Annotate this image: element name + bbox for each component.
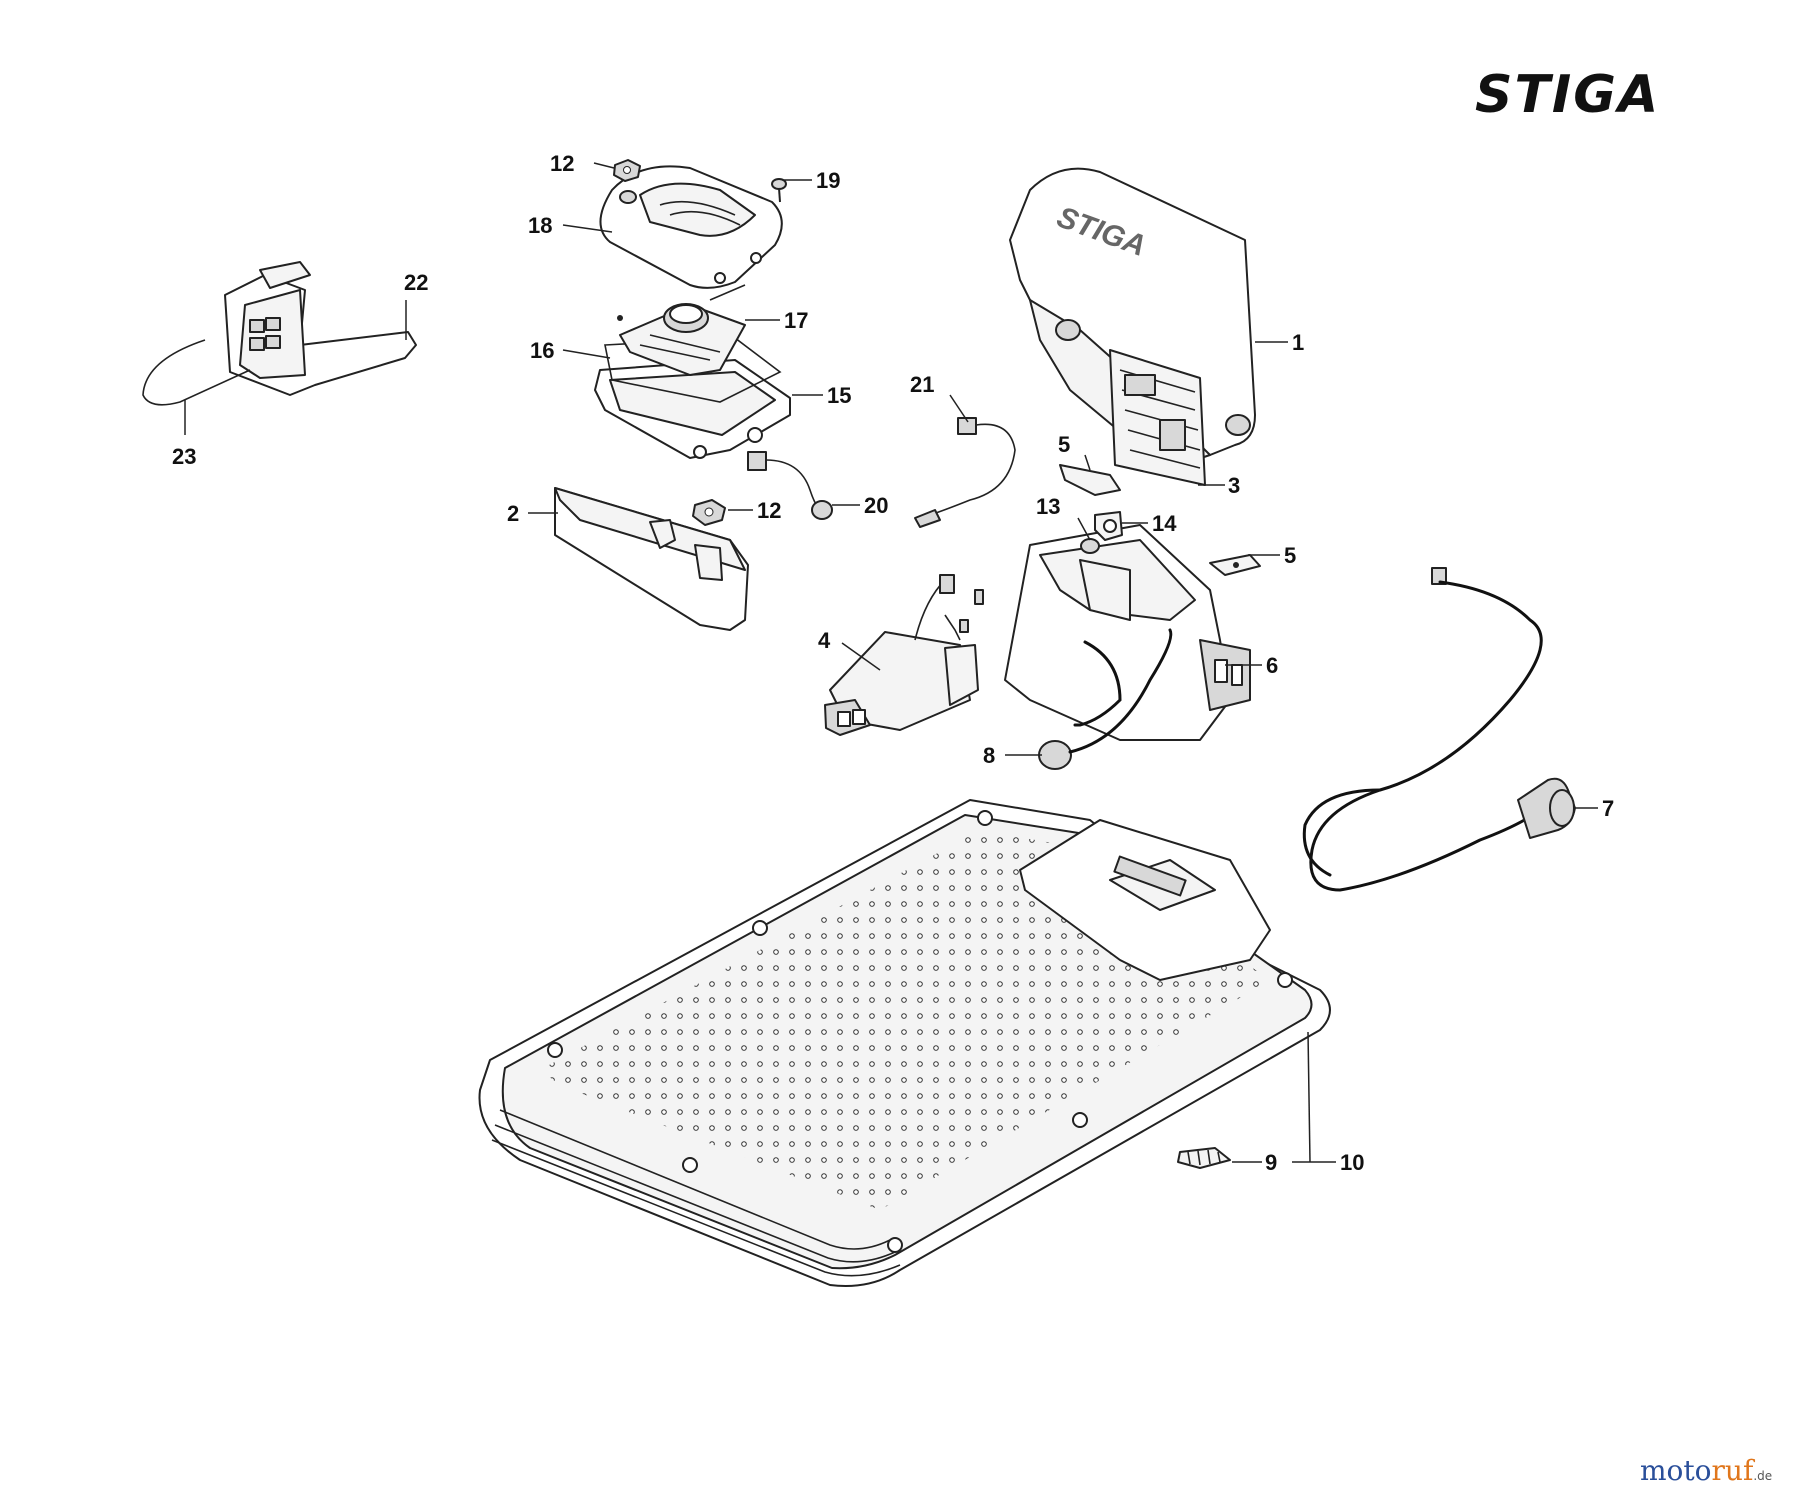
callout-20: 20 bbox=[864, 493, 888, 518]
callout-7: 7 bbox=[1602, 796, 1614, 821]
top-cover-part-18 bbox=[599, 165, 783, 289]
callout-10: 10 bbox=[1340, 1150, 1364, 1175]
callout-9: 9 bbox=[1265, 1150, 1277, 1175]
base-plate-part-10 bbox=[478, 799, 1331, 1287]
callout-12-upper: 12 bbox=[550, 151, 574, 176]
handle-part-22 bbox=[224, 261, 417, 396]
callout-23: 23 bbox=[172, 444, 196, 469]
watermark: motoruf.de bbox=[1640, 1454, 1772, 1487]
nut-part-12-lower bbox=[692, 499, 726, 526]
callout-15: 15 bbox=[827, 383, 851, 408]
contact-plate-part-5-lower bbox=[1209, 554, 1261, 576]
watermark-text: motoruf.de bbox=[1640, 1454, 1772, 1487]
callout-12-lower: 12 bbox=[757, 498, 781, 523]
screw-part-19 bbox=[771, 178, 787, 203]
callout-22: 22 bbox=[404, 270, 428, 295]
watermark-suffix: .de bbox=[1753, 1469, 1772, 1483]
nut-part-12-upper bbox=[613, 159, 641, 182]
callout-6: 6 bbox=[1266, 653, 1278, 678]
callout-numbers: 1 2 3 4 5 5 6 7 8 9 10 12 12 13 14 15 16… bbox=[172, 151, 1614, 1175]
watermark-part-1: moto bbox=[1640, 1454, 1712, 1487]
callout-4: 4 bbox=[818, 628, 831, 653]
callout-1: 1 bbox=[1292, 330, 1304, 355]
callout-5-upper: 5 bbox=[1058, 432, 1070, 457]
callout-19: 19 bbox=[816, 168, 840, 193]
clip-part-14 bbox=[1094, 511, 1123, 541]
callout-18: 18 bbox=[528, 213, 552, 238]
callout-21: 21 bbox=[910, 372, 934, 397]
leader-lines bbox=[184, 162, 1598, 1163]
callout-14: 14 bbox=[1152, 511, 1177, 536]
wire-loop-part-23 bbox=[142, 339, 251, 406]
watermark-part-2: ruf bbox=[1712, 1454, 1756, 1487]
callout-2: 2 bbox=[507, 501, 519, 526]
nut-part-13 bbox=[1080, 538, 1100, 554]
callout-5-lower: 5 bbox=[1284, 543, 1296, 568]
contact-plate-part-5-upper bbox=[1059, 464, 1121, 496]
callout-8: 8 bbox=[983, 743, 995, 768]
connector-holder-part-4 bbox=[824, 574, 984, 736]
sensor-cable-part-20 bbox=[747, 451, 833, 520]
speaker-pcb-part-17 bbox=[617, 284, 746, 376]
station-body-part-6 bbox=[1004, 524, 1251, 741]
callout-16: 16 bbox=[530, 338, 554, 363]
front-bracket-part-2 bbox=[554, 487, 749, 631]
connector-clip-part-9 bbox=[1177, 1147, 1231, 1169]
stiga-logo-text: STIGA bbox=[1475, 65, 1660, 125]
callout-3: 3 bbox=[1228, 473, 1240, 498]
sensor-cable-part-21 bbox=[914, 417, 1016, 528]
callout-17: 17 bbox=[784, 308, 808, 333]
power-cable-part-7 bbox=[1302, 567, 1576, 892]
callout-13: 13 bbox=[1036, 494, 1060, 519]
stiga-logo: STIGA bbox=[1475, 65, 1660, 125]
